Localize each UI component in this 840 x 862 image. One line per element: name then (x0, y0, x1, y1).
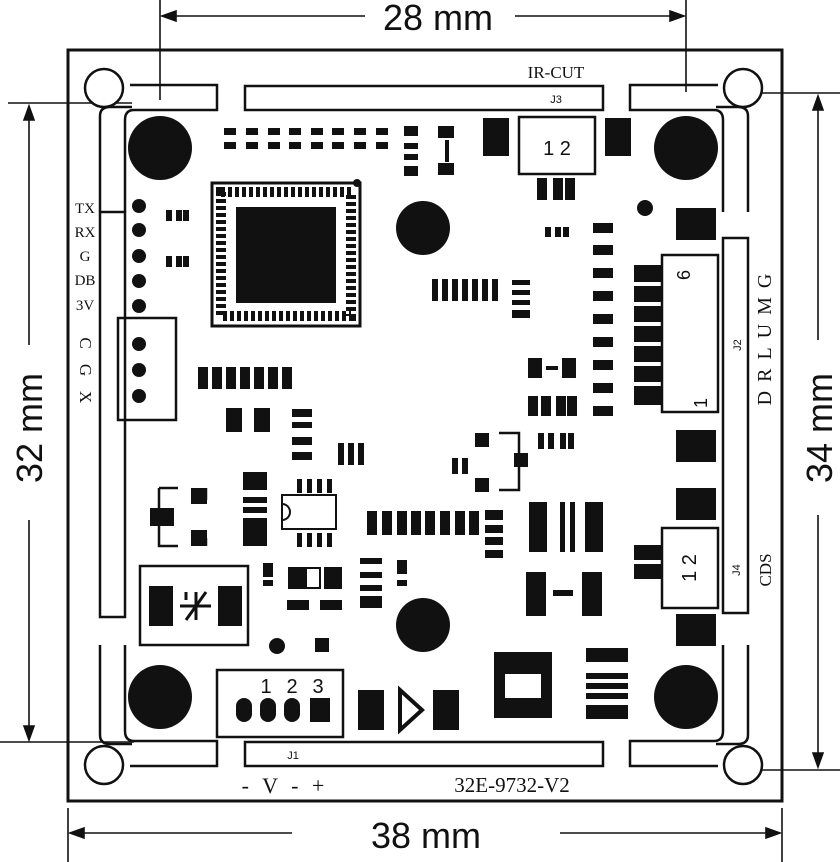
video-connector-pins (132, 337, 146, 403)
pad-bottom-small (315, 638, 329, 652)
side-pin-labels: TX RX G DB 3V (75, 201, 96, 314)
dimension-top-label: 28 mm (383, 0, 493, 38)
pin-label-g: G (80, 249, 91, 265)
j1-pin-2: 2 (286, 676, 297, 698)
board-outline (66, 48, 784, 803)
dimension-bottom (67, 808, 783, 862)
pin-label-rx: RX (75, 225, 96, 241)
j4-pin-numbers: 1 2 (679, 554, 701, 582)
j3-pin-numbers: 1 2 (543, 138, 571, 160)
model-label: 32E-9732-V2 (454, 773, 569, 797)
j1-label: J1 (287, 750, 299, 762)
diode-arrow-icon (398, 685, 425, 735)
outlined-parts (157, 431, 521, 548)
j2-letters: DRLUMG (754, 265, 776, 406)
main-ic (210, 179, 362, 328)
dimension-right (744, 92, 840, 771)
protection-diode (138, 564, 250, 647)
small-ic-outline (281, 494, 337, 589)
j4-connector (634, 526, 720, 610)
via-top-right (637, 200, 653, 216)
top-resistor-row (224, 118, 631, 200)
test-pad-top (396, 201, 450, 255)
left-strip (98, 210, 127, 619)
j1-connector (215, 668, 345, 739)
j2-pin-top: 6 (674, 270, 694, 280)
pin-label-3v: 3V (76, 298, 95, 314)
debug-header-pins (132, 199, 146, 313)
right-strip (721, 236, 750, 615)
dimension-left-label: 32 mm (9, 373, 50, 483)
test-pad-bottom (396, 598, 450, 652)
j1-pin-1: 1 (260, 676, 271, 698)
cds-label: CDS (756, 553, 775, 586)
j3-strip (243, 84, 605, 112)
j4-label: J4 (731, 564, 743, 576)
mounting-pads (128, 116, 718, 729)
mid-components (150, 208, 716, 730)
video-label-x: X (76, 391, 95, 403)
dimension-bottom-label: 38 mm (371, 815, 481, 856)
j3-connector (517, 115, 597, 176)
j3-label: J3 (550, 94, 562, 106)
inductor (494, 652, 552, 718)
ir-cut-label: IR-CUT (528, 63, 585, 82)
dimension-right-label: 34 mm (799, 373, 840, 483)
j1-pin-numbers: 1 2 3 (260, 676, 323, 698)
pin-label-db: DB (75, 273, 96, 289)
video-pin-labels: C G X (76, 337, 95, 403)
via-bottom (269, 638, 285, 654)
j2-connector (634, 253, 720, 414)
video-label-c: C (76, 337, 95, 348)
video-label-g: G (76, 364, 95, 376)
j1-strip (243, 740, 605, 768)
left-small-parts (166, 210, 189, 267)
dimension-top (159, 0, 687, 100)
j2-pin-bottom: 1 (691, 398, 711, 408)
corner-holes (83, 67, 764, 786)
pin-label-tx: TX (75, 201, 95, 217)
j1-pin-3: 3 (312, 676, 323, 698)
video-connector (116, 316, 178, 422)
corner-brackets (98, 83, 750, 768)
j2-label: J2 (732, 339, 744, 351)
power-label: - V - + (242, 773, 329, 798)
